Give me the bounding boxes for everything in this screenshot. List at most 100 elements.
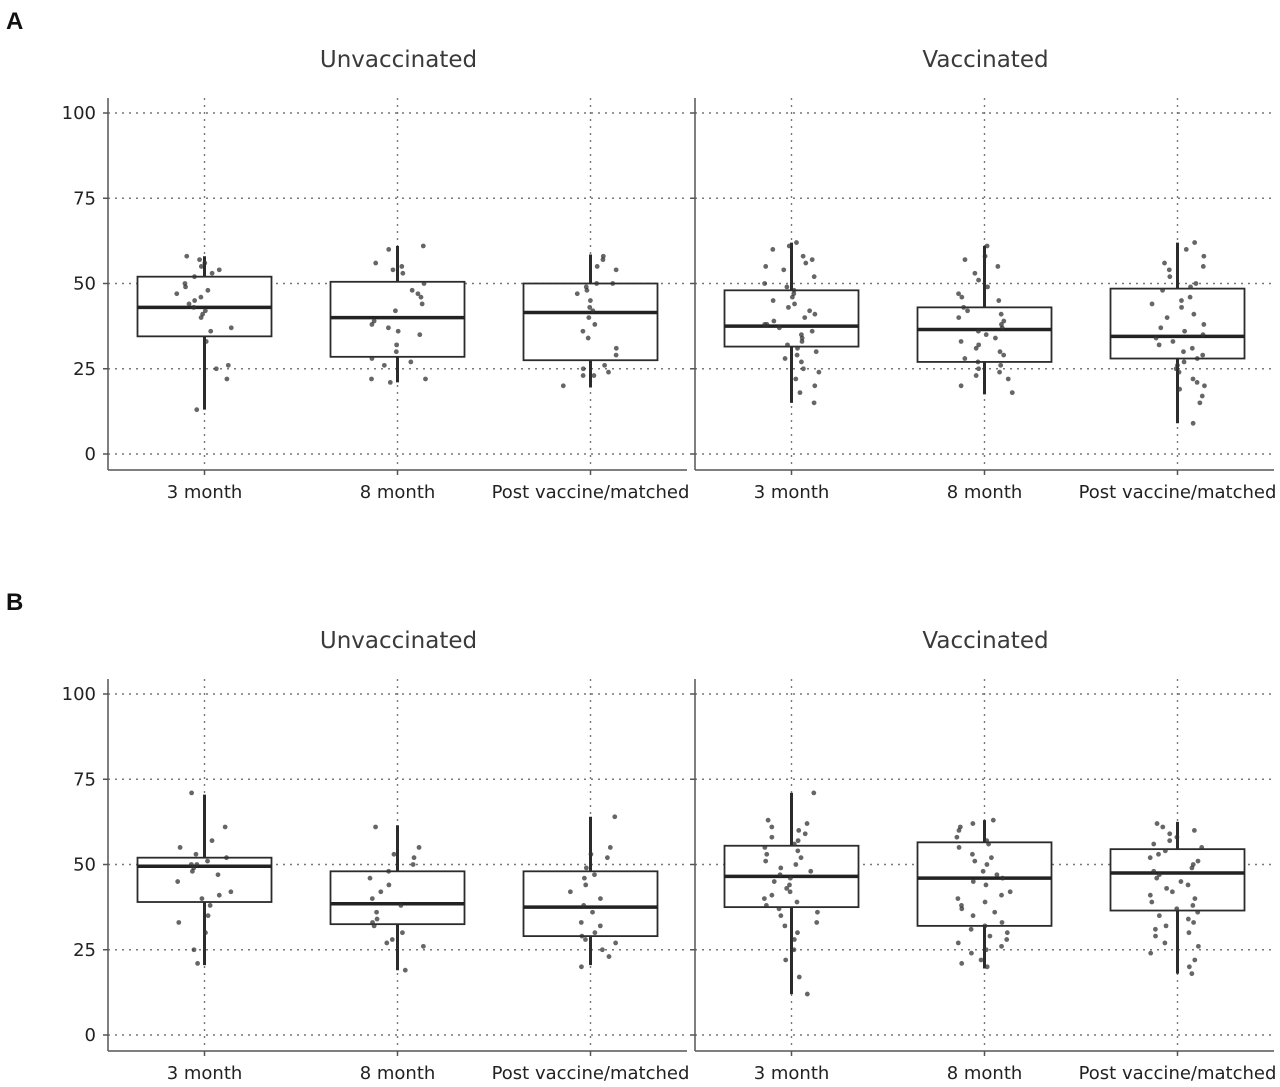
data-point	[771, 318, 777, 324]
data-point	[1200, 352, 1206, 358]
data-point	[999, 325, 1005, 331]
data-point	[1158, 325, 1164, 331]
data-point	[378, 889, 384, 895]
data-point	[1201, 253, 1207, 259]
data-point	[771, 879, 777, 884]
data-point	[959, 906, 965, 912]
data-point	[1195, 858, 1201, 864]
data-point	[567, 889, 573, 895]
data-point	[976, 277, 981, 283]
data-point	[984, 862, 990, 867]
data-point	[580, 373, 586, 378]
data-point	[386, 325, 391, 331]
data-point	[191, 947, 197, 953]
data-point	[763, 903, 769, 908]
data-point	[1001, 352, 1007, 358]
data-point	[416, 845, 422, 850]
data-point	[369, 322, 375, 327]
data-point	[600, 257, 606, 263]
data-point	[612, 814, 618, 820]
data-point	[381, 362, 387, 368]
data-point	[1148, 950, 1154, 956]
data-point	[1166, 267, 1172, 273]
data-point	[999, 943, 1004, 949]
data-point	[982, 923, 988, 929]
data-point	[613, 940, 619, 946]
data-point	[1193, 281, 1199, 286]
data-point	[765, 817, 771, 823]
data-point	[1190, 420, 1196, 426]
data-point	[793, 376, 799, 382]
data-point	[587, 304, 593, 310]
data-point	[969, 950, 974, 956]
data-point	[797, 390, 803, 396]
data-point	[602, 362, 608, 368]
data-point	[1181, 349, 1186, 355]
data-point	[970, 821, 976, 826]
iqr-box	[1109, 287, 1246, 360]
y-tick-label: 25	[73, 940, 96, 961]
data-point	[1185, 916, 1191, 922]
x-tick-label: 3 month	[754, 482, 830, 503]
data-point	[591, 373, 597, 378]
data-point	[197, 257, 202, 263]
data-point	[1001, 318, 1007, 324]
data-point	[789, 294, 795, 300]
data-point	[959, 294, 965, 300]
data-point	[1192, 240, 1198, 245]
data-point	[1005, 376, 1011, 382]
data-point	[986, 841, 991, 847]
data-point	[799, 335, 805, 341]
data-point	[371, 318, 377, 324]
data-point	[1160, 287, 1165, 293]
data-point	[387, 379, 393, 385]
data-point	[228, 325, 234, 331]
box-1	[723, 790, 860, 997]
data-point	[769, 834, 775, 840]
data-point	[419, 301, 425, 307]
data-point	[1179, 304, 1184, 310]
data-point	[1200, 332, 1206, 338]
data-point	[811, 790, 817, 796]
iqr-box	[522, 870, 659, 938]
data-point	[954, 834, 960, 840]
data-point	[384, 940, 390, 946]
data-point	[1167, 838, 1173, 844]
data-point	[973, 373, 979, 378]
data-point	[594, 281, 600, 286]
data-point	[1194, 356, 1200, 361]
data-point	[205, 287, 211, 293]
y-tick-label: 50	[73, 855, 96, 876]
data-point	[374, 916, 380, 922]
data-point	[198, 315, 204, 320]
data-point	[763, 264, 769, 269]
data-point	[995, 264, 1001, 269]
data-point	[1147, 892, 1153, 898]
data-point	[997, 369, 1002, 375]
data-point	[791, 287, 797, 293]
data-point	[809, 257, 815, 263]
data-point	[983, 882, 989, 888]
data-point	[1156, 851, 1161, 857]
data-point	[1194, 379, 1200, 385]
data-point	[972, 858, 978, 864]
x-tick-label: Post vaccine/matched	[1079, 1063, 1277, 1084]
data-point	[198, 294, 204, 300]
data-point	[203, 930, 208, 936]
data-point	[205, 913, 211, 919]
data-point	[809, 328, 815, 334]
data-point	[802, 315, 808, 320]
data-point	[189, 790, 195, 796]
data-point	[798, 855, 804, 861]
data-point	[410, 862, 416, 867]
facet-title: Vaccinated	[922, 47, 1048, 73]
data-point	[795, 345, 800, 351]
data-point	[1149, 301, 1155, 307]
data-point	[802, 831, 808, 837]
data-point	[1151, 868, 1157, 874]
data-point	[1190, 903, 1196, 908]
data-point	[1156, 872, 1162, 878]
x-tick-label: Post vaccine/matched	[492, 482, 690, 503]
data-point	[606, 369, 611, 375]
